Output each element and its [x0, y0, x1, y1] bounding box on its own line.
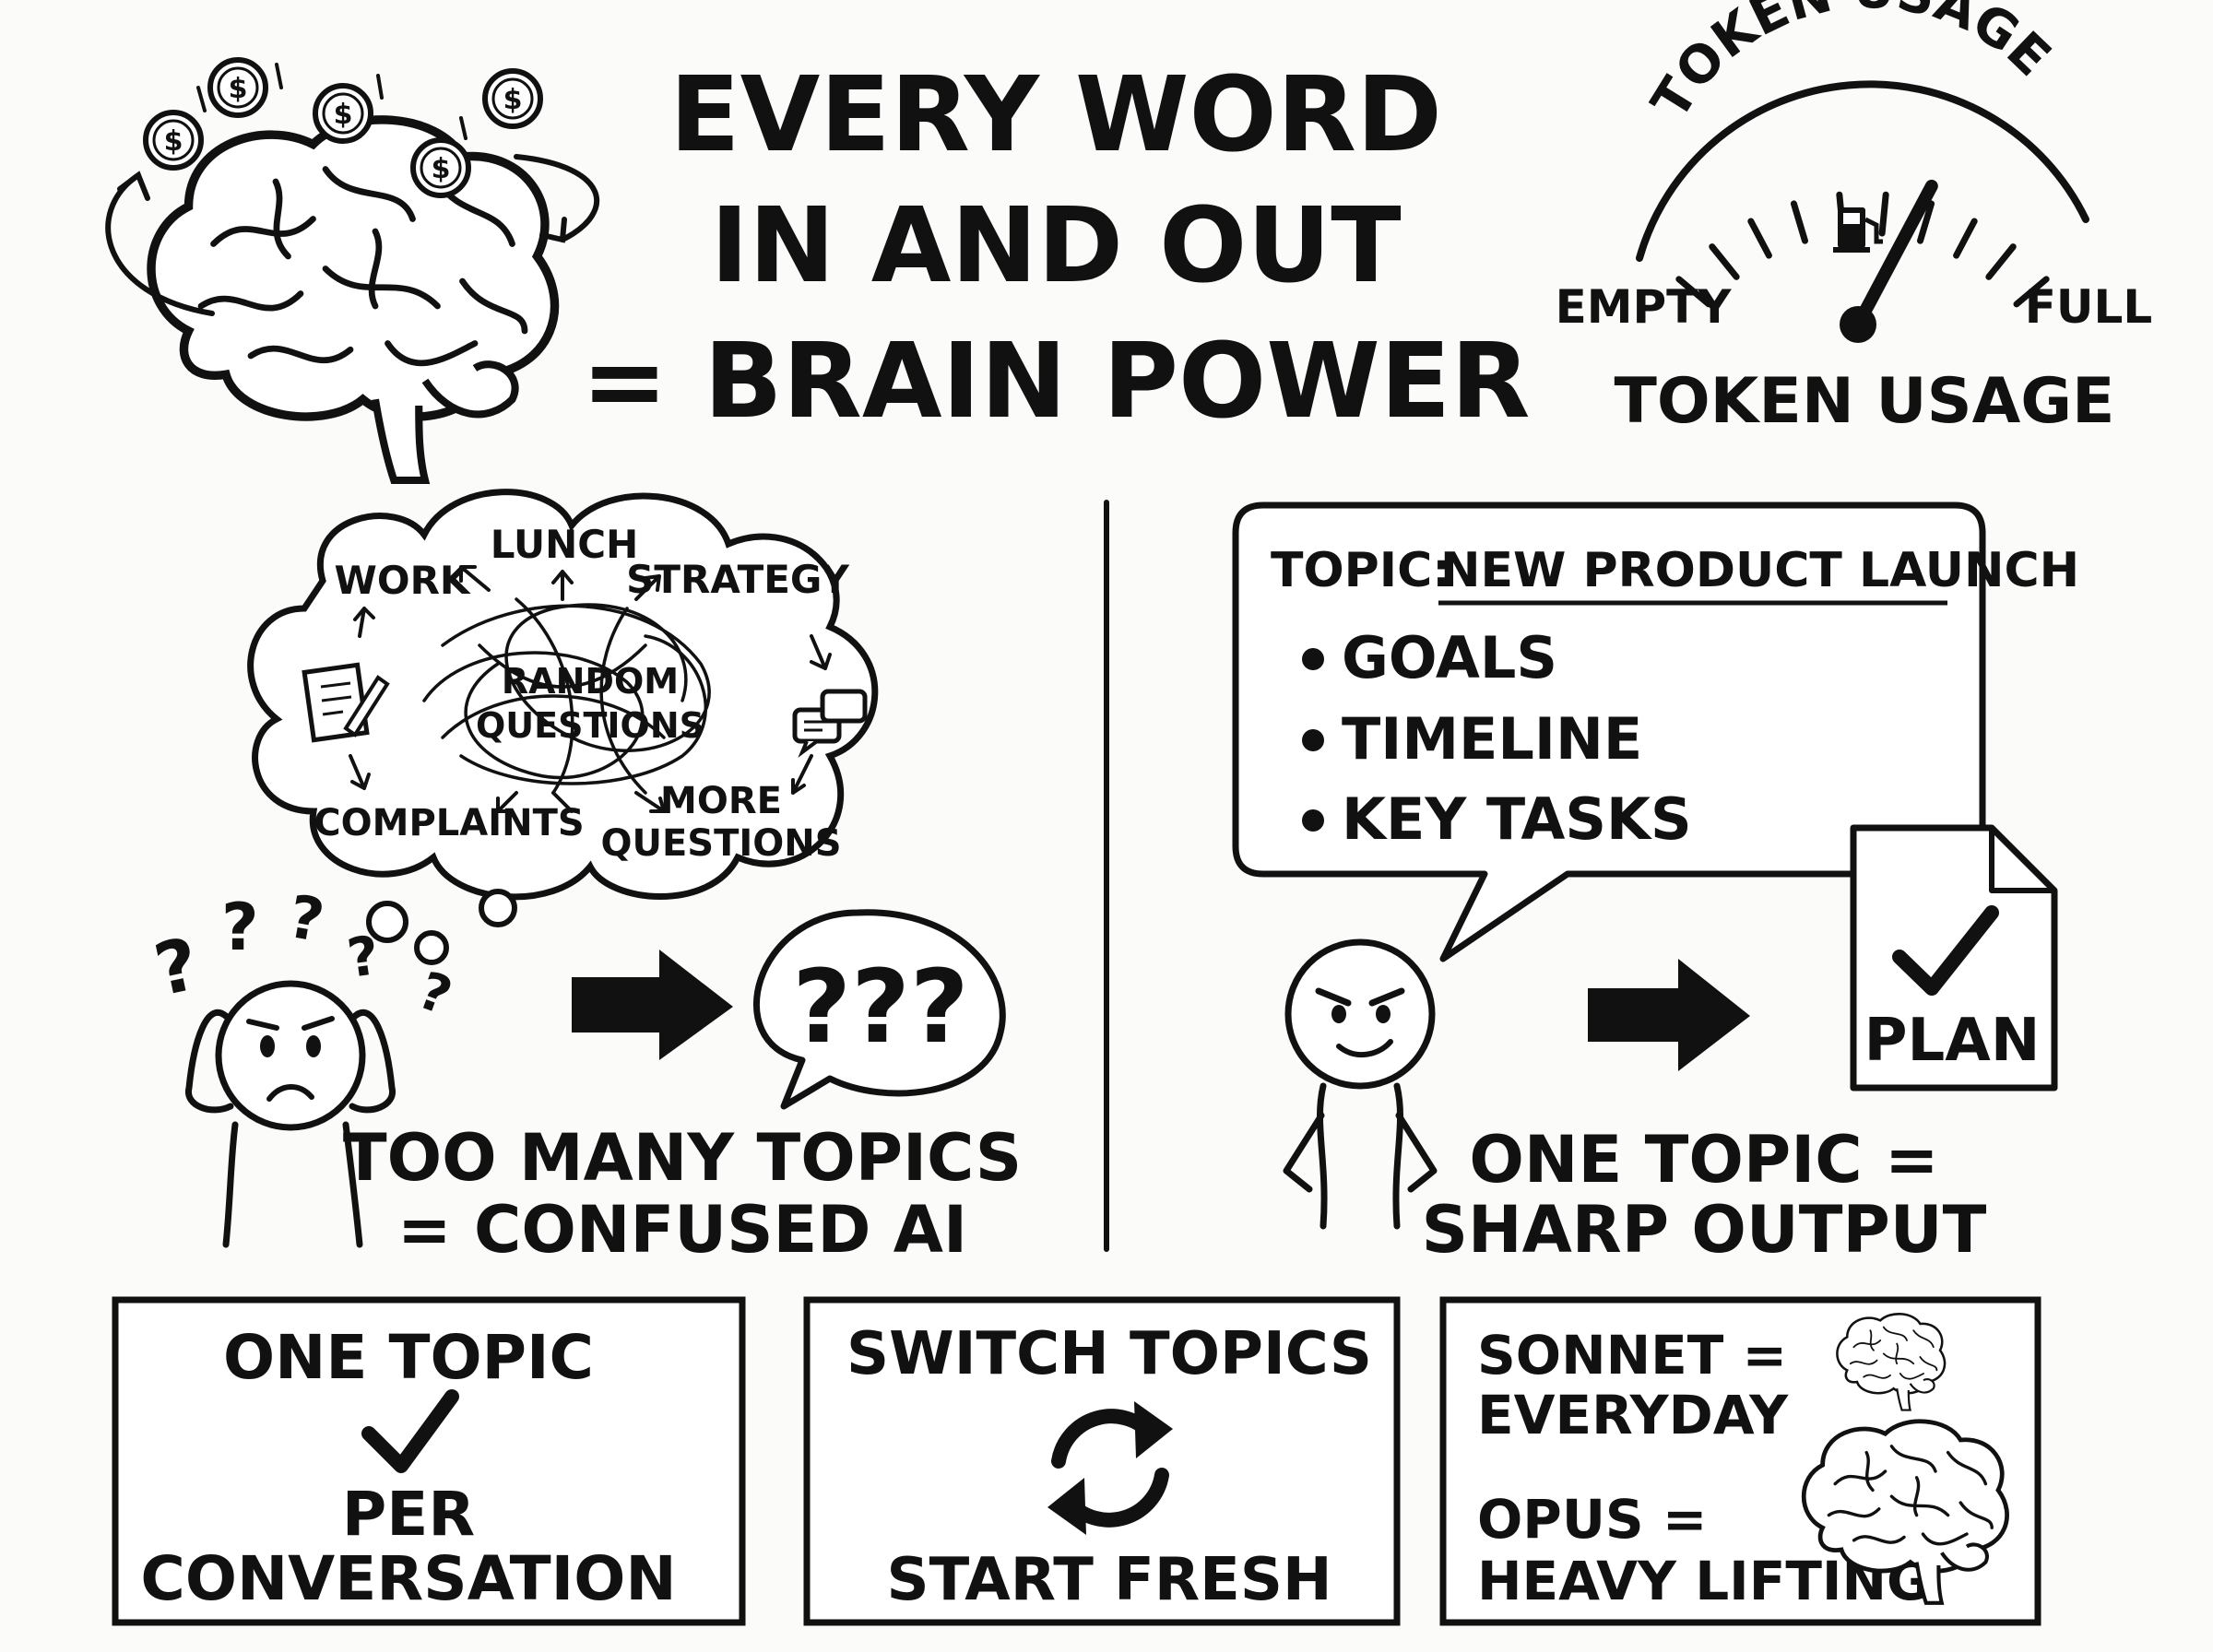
plan-document-icon: PLAN: [1850, 824, 2058, 1092]
cloud-word-strategy: STRATEGY: [626, 557, 849, 602]
box3-line-1: SONNET =: [1477, 1324, 1787, 1386]
svg-text:?: ?: [283, 883, 328, 956]
box1-line-3: CONVERSATION: [140, 1543, 676, 1614]
left-caption-line-1: TOO MANY TOPICS: [343, 1120, 1022, 1196]
box2-line-1: SWITCH TOPICS: [846, 1320, 1372, 1388]
right-panel-focused: TOPIC: NEW PRODUCT LAUNCH GOALS TIMELINE…: [1232, 502, 2079, 1268]
gauge-tick: [1709, 243, 1740, 280]
topic-bullet-3: KEY TASKS: [1342, 785, 1692, 853]
cloud-arrows: [349, 565, 832, 813]
tip-box-one-topic: ONE TOPIC PER CONVERSATION: [112, 1296, 746, 1626]
check-icon: [361, 1389, 459, 1473]
chat-bubbles-icon: [792, 689, 868, 758]
refresh-icon: [1047, 1401, 1173, 1535]
bullet-dot: [1302, 809, 1324, 832]
notepad-icon: [302, 662, 390, 743]
gauge-tick: [1917, 200, 1935, 244]
topic-prefix: TOPIC:: [1271, 543, 1451, 598]
gauge-tick: [1747, 218, 1772, 259]
left-panel-confused: WORK LUNCH STRATEGY RANDOM QUESTIONS COM…: [148, 489, 1022, 1268]
title-line-3: = BRAIN POWER: [581, 322, 1530, 442]
gauge-tick: [1790, 200, 1808, 244]
tip-box-models: SONNET = EVERYDAY OPUS = HEAVY LIFTING: [1439, 1296, 2041, 1626]
tangled-lines: [422, 597, 711, 795]
circular-arrow-right: [514, 154, 600, 242]
thought-cloud: [247, 489, 879, 901]
cloud-word-lunch: LUNCH: [491, 522, 639, 567]
confused-speech-bubble: ???: [752, 909, 1006, 1110]
gauge-tick: [1878, 191, 1889, 237]
bubble-question-marks: ???: [792, 948, 968, 1066]
gauge-tick: [1985, 243, 2017, 280]
arrow-right-icon: [572, 950, 733, 1060]
token-gauge: TOKEN USAGE EMPTY FULL TOKEN USAGE: [1556, 0, 2153, 438]
gauge-bottom-label: TOKEN USAGE: [1614, 365, 2114, 438]
brain-coins-illustration: [105, 60, 600, 480]
box1-line-1: ONE TOPIC: [223, 1322, 594, 1393]
svg-text:?: ?: [148, 923, 206, 1012]
gauge-pivot: [1840, 306, 1876, 343]
gauge-arc-label: TOKEN USAGE: [1640, 0, 2062, 129]
coin-icon: [315, 86, 371, 141]
determined-person-icon: [1283, 938, 1438, 1230]
topic-bullet-1: GOALS: [1342, 624, 1557, 691]
fuel-pump-icon: [1833, 207, 1883, 253]
arrow-right-icon: [1588, 959, 1750, 1071]
gauge-tick: [2013, 276, 2050, 308]
box3-line-3: OPUS =: [1477, 1488, 1707, 1551]
box1-line-2: PER: [342, 1479, 475, 1550]
cloud-word-more: MORE: [660, 780, 782, 822]
gauge-needle: [1852, 179, 1938, 331]
topic-speech-bubble: [1232, 502, 1986, 962]
cloud-word-questions: QUESTIONS: [476, 705, 704, 746]
bullet-dot: [1302, 729, 1324, 751]
tip-box-switch-topics: SWITCH TOPICS START FRESH: [803, 1296, 1401, 1626]
box3-line-2: EVERYDAY: [1477, 1384, 1789, 1446]
svg-text:?: ?: [410, 961, 459, 1027]
gauge-full-label: FULL: [2025, 280, 2152, 334]
gauge-tick: [1953, 218, 1978, 259]
gauge-empty-label: EMPTY: [1556, 280, 1733, 334]
main-title: EVERY WORD IN AND OUT = BRAIN POWER: [581, 55, 1530, 442]
svg-text:?: ?: [221, 890, 259, 965]
coin-icon: [413, 140, 468, 195]
cloud-word-more-questions: QUESTIONS: [600, 822, 841, 865]
box2-line-2: START FRESH: [886, 1546, 1331, 1614]
bullet-dot: [1302, 648, 1324, 670]
brain-icon: [151, 120, 555, 480]
title-line-1: EVERY WORD: [669, 55, 1442, 175]
cloud-word-random: RANDOM: [502, 661, 679, 702]
title-line-2: IN AND OUT: [710, 186, 1401, 306]
left-caption-line-2: = CONFUSED AI: [397, 1192, 967, 1268]
coin-icon: [146, 112, 201, 168]
coin-icon: [210, 60, 266, 115]
confused-person-icon: [185, 980, 396, 1248]
check-icon: [1892, 905, 1999, 996]
topic-name: NEW PRODUCT LAUNCH: [1440, 543, 2079, 598]
cloud-word-work: WORK: [335, 558, 471, 603]
right-caption-line-2: SHARP OUTPUT: [1422, 1192, 1987, 1268]
thought-dots: [366, 889, 517, 965]
right-caption-line-1: ONE TOPIC =: [1469, 1122, 1938, 1198]
gauge-tick: [1675, 276, 1712, 308]
plan-label: PLAN: [1864, 1007, 2041, 1075]
cloud-word-complaints: COMPLAINTS: [314, 802, 584, 844]
coin-icon: [485, 71, 540, 126]
gauge-arc: [1636, 80, 2089, 262]
topic-bullet-2: TIMELINE: [1342, 705, 1642, 773]
